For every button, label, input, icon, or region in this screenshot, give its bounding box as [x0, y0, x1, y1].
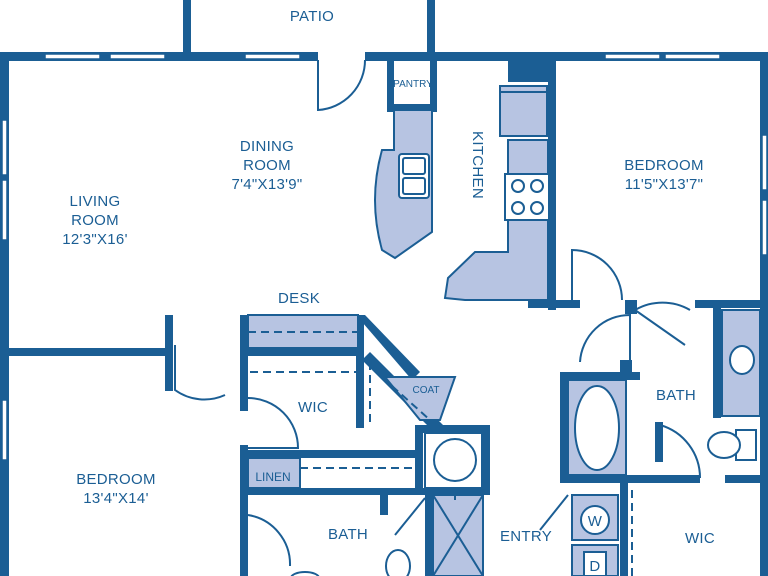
dining-name-2: ROOM: [243, 157, 291, 174]
desk-label: DESK: [278, 290, 320, 307]
bedroom-left-door[interactable]: [174, 345, 226, 401]
doors: [174, 59, 702, 567]
shower-icon: [432, 490, 484, 576]
wic-left-label: WIC: [298, 399, 328, 416]
living-size: 12'3"X16': [62, 231, 127, 248]
bedroom-left-name: BEDROOM: [76, 471, 156, 488]
sink-icon: [398, 153, 430, 199]
linen-closet: [247, 457, 301, 489]
coat-label: COAT: [412, 385, 439, 396]
toilet-icon: [385, 549, 411, 576]
bedroom-right-name: BEDROOM: [624, 157, 704, 174]
bath-left-fixtures: [247, 457, 484, 576]
entry-label: ENTRY: [500, 528, 552, 545]
entry-closet-door[interactable]: [539, 494, 569, 531]
sink-icon: [290, 571, 320, 576]
water-heater-icon: [424, 432, 483, 489]
wic-left-door[interactable]: [247, 397, 300, 449]
washer-label: W: [588, 513, 603, 530]
kitchen-fixtures: [374, 85, 550, 301]
sink-icon: [729, 345, 755, 375]
dining-name-1: DINING: [240, 138, 294, 155]
bedroom-right-door[interactable]: [571, 248, 623, 301]
windows: [1, 53, 768, 461]
bath-right-door-2[interactable]: [579, 313, 631, 363]
kitchen-label: KITCHEN: [469, 131, 486, 199]
bath-right-door[interactable]: [634, 301, 691, 346]
bath-right-label: BATH: [656, 387, 696, 404]
wic-right-label: WIC: [685, 530, 715, 547]
coat-closet: [382, 376, 457, 421]
living-name-1: LIVING: [70, 193, 121, 210]
dryer-label: D: [589, 558, 600, 575]
laundry: W D: [571, 490, 633, 576]
bedroom-left-size: 13'4"X14': [83, 490, 148, 507]
stove-icon: [504, 173, 550, 221]
living-name-2: ROOM: [71, 212, 119, 229]
bath-left-door[interactable]: [247, 514, 292, 567]
dining-size: 7'4"X13'9": [231, 176, 302, 193]
linen-label: LINEN: [255, 470, 290, 484]
bedroom-right-size: 11'5"X13'7": [625, 176, 704, 193]
bath-left-label: BATH: [328, 526, 368, 543]
room-labels: PATIO DINING ROOM 7'4"X13'9" LIVING ROOM…: [62, 8, 715, 547]
bath-right-fixtures: [567, 309, 761, 476]
patio-door[interactable]: [317, 59, 367, 112]
bathtub-icon: [567, 379, 627, 476]
bath-left-door-2[interactable]: [394, 497, 426, 536]
toilet-icon: [707, 429, 757, 461]
refrigerator-icon: [499, 85, 548, 137]
bath-right-door-3[interactable]: [659, 424, 702, 479]
pantry-label: PANTRY: [393, 79, 433, 90]
patio-label: PATIO: [290, 8, 334, 25]
